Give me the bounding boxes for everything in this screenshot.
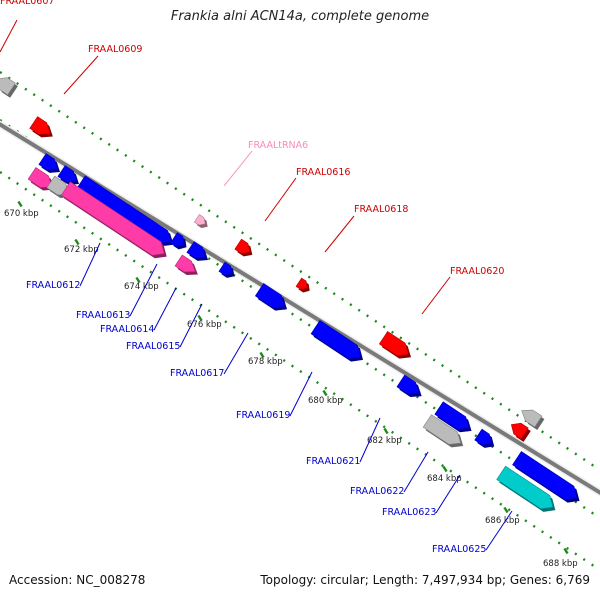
gene-arrow-frraal0614[interactable] [170, 232, 185, 247]
gene-arrow-frraal0619[interactable] [310, 320, 361, 359]
leader-line [421, 276, 451, 315]
tick-label: 688 kbp [543, 559, 578, 569]
leader-line [359, 417, 381, 463]
gene-arrow-gray-3[interactable] [521, 409, 543, 428]
grid-ring-inner-2 [0, 171, 600, 571]
leader-line [289, 371, 313, 417]
tick-mark [74, 238, 80, 246]
label-frraal0612[interactable]: FRAAL0612 [26, 280, 80, 291]
tick-mark [442, 465, 448, 473]
leader-line [223, 332, 249, 375]
leader-line [63, 55, 99, 95]
leader-line [79, 242, 101, 287]
label-frraal0621[interactable]: FRAAL0621 [306, 456, 360, 467]
tick-mark [259, 351, 265, 359]
label-frraal0620[interactable]: FRAAL0620 [450, 266, 504, 277]
tick-label: 674 kbp [124, 282, 159, 292]
gene-arrow-frraal0618[interactable] [295, 277, 308, 290]
gene-arrow-frraal0620[interactable] [378, 331, 409, 356]
gene-arrow-pink-1[interactable] [27, 167, 53, 188]
tick-mark [503, 506, 509, 514]
label-frraal0609[interactable]: FRAAL0609 [88, 44, 142, 55]
gene-arrow-trna6[interactable] [193, 214, 206, 226]
tick-mark [197, 314, 203, 322]
tick-mark [322, 389, 328, 397]
gene-arrow-frraal0613[interactable] [60, 181, 165, 256]
leader-line [324, 215, 355, 253]
leader-line [435, 474, 461, 514]
tick-label: 684 kbp [427, 474, 462, 484]
label-frraal0607[interactable]: FRAAL0607 [0, 0, 54, 7]
leader-line [403, 451, 429, 493]
leader-line [129, 263, 158, 317]
gene-arrow-gray-1[interactable] [0, 77, 16, 96]
map-title: Frankia alni ACN14a, complete genome [170, 9, 430, 24]
topology-text: Topology: circular; Length: 7,497,934 bp… [260, 573, 590, 587]
leader-line [223, 150, 253, 187]
gene-arrow-frraal0622[interactable] [422, 414, 462, 445]
tick-label: 676 kbp [187, 320, 222, 330]
gene-arrow-frraal0616[interactable] [234, 238, 251, 254]
gene-arrow-frraal0617[interactable] [254, 283, 285, 308]
leader-line [0, 19, 18, 53]
gene-arrow-blue-6[interactable] [474, 428, 493, 446]
label-frraal0615[interactable]: FRAAL0615 [126, 341, 180, 352]
accession-text: Accession: NC_008278 [9, 573, 146, 587]
label-frraal0617[interactable]: FRAAL0617 [170, 368, 224, 379]
gene-arrow-red-6[interactable] [510, 422, 529, 440]
tick-label: 672 kbp [64, 245, 99, 255]
gene-arrow-blue-5[interactable] [396, 374, 420, 395]
tick-label: 670 kbp [4, 209, 39, 219]
grid-ring-outer [0, 71, 600, 471]
tick-label: 686 kbp [485, 516, 520, 526]
tick-mark [383, 427, 389, 435]
leader-line [153, 287, 177, 331]
gene-arrow-blue-3[interactable] [186, 241, 206, 259]
label-frraal0614[interactable]: FRAAL0614 [100, 324, 154, 335]
tick-label: 682 kbp [367, 436, 402, 446]
label-frraal0623[interactable]: FRAAL0623 [382, 507, 436, 518]
tick-label: 680 kbp [308, 396, 343, 406]
label-frraal0622[interactable]: FRAAL0622 [350, 486, 404, 497]
leader-line [264, 177, 297, 222]
gene-arrow-blue-2[interactable] [57, 165, 77, 183]
label-frraal0613[interactable]: FRAAL0613 [76, 310, 130, 321]
gene-arrow-frraal0623[interactable] [512, 451, 578, 500]
label-frraal0625[interactable]: FRAAL0625 [432, 544, 486, 555]
label-frraal0616[interactable]: FRAAL0616 [296, 167, 350, 178]
gene-arrow-blue-4[interactable] [218, 261, 233, 276]
gene-arrow-frraal0615[interactable] [174, 254, 196, 273]
gene-arrow-frraal0612[interactable] [76, 175, 172, 244]
gene-arrow-frraal0625[interactable] [496, 465, 554, 510]
tick-mark [135, 276, 141, 284]
tick-label: 678 kbp [248, 357, 283, 367]
tick-mark [17, 200, 23, 208]
gene-arrow-frraal0621[interactable] [434, 401, 470, 430]
gene-arrow-frraal0609[interactable] [29, 116, 51, 135]
label-frraal0619[interactable]: FRAAL0619 [236, 410, 290, 421]
gene-arrow-blue-1[interactable] [38, 153, 58, 171]
label-frraal0618[interactable]: FRAAL0618 [354, 204, 408, 215]
tick-mark [563, 547, 569, 555]
leader-line [485, 510, 513, 551]
label-trna6[interactable]: FRAALtRNA6 [248, 140, 308, 151]
leader-line [179, 303, 203, 348]
